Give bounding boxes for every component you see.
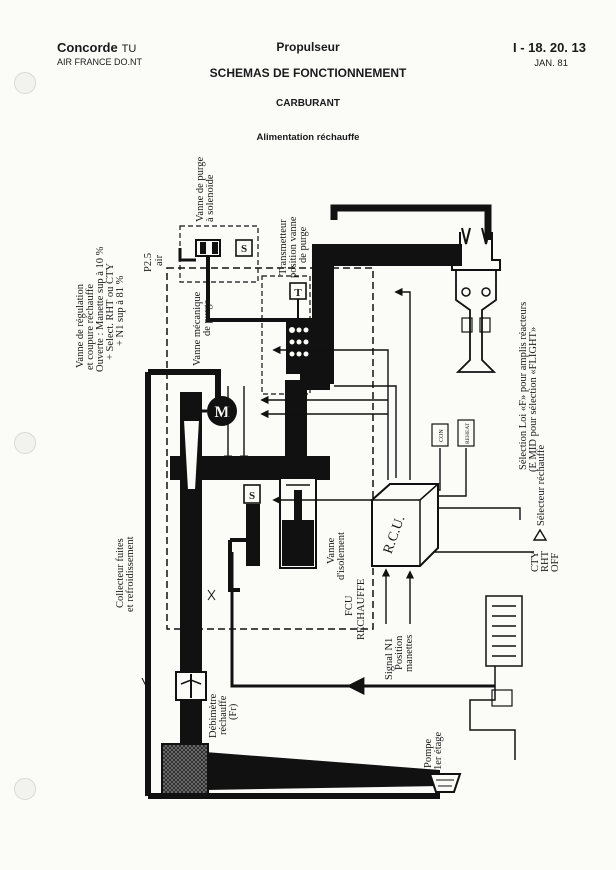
flowmeter-label-2: réchauffe [218,695,229,735]
transmitter-text-3: de purge [298,226,309,263]
upper-pipe [285,380,307,460]
regulation-label-5: + N1 sup à 81 % [115,275,126,346]
regulation-label-1: Vanne de régulation [75,283,86,368]
line-to-burner [330,204,492,240]
transmitter-label: T [294,287,302,299]
isolation-label-2: d'isolement [336,532,347,580]
fcu-label-2: RECHAUFFE [356,579,367,640]
signal-label-1: Signal N1 [384,638,395,680]
solenoid-lower-body [246,504,260,566]
selector-label: Sélecteur réchauffe [536,445,547,526]
motor-label: M [214,404,229,421]
solenoid-lower-label: S [249,490,255,502]
solenoid-lower [243,484,261,504]
regulation-label-4: + Select. RHT ou CTY [105,263,116,360]
isolation-label-1: Vanne [326,537,337,564]
collector-label-2: et refroidissement [125,536,136,612]
reheat-indicator [457,419,475,447]
mech-valve-label-1: Vanne mécanique [192,291,203,366]
p25-label: P2.5 [143,253,154,272]
pump-label-2: 1er étage [433,731,444,770]
first-stage-pump [428,773,462,793]
signal-label-2: Position [394,635,405,670]
purge-solenoid-label: S [241,243,247,255]
cty-label: CTY [530,551,541,572]
regulation-valve [181,419,202,491]
collector-line [148,369,221,400]
transmitter-text-1: Transmetteur [278,219,289,275]
pump-outlet-pipe [205,752,440,790]
doc-subtitle: AIR FRANCE DO.NT [57,57,143,67]
reheat-selector [532,528,548,541]
purge-solenoid-s [235,239,253,257]
fuel-filter [161,743,209,795]
mech-purge-valve [286,318,312,374]
flowmeter-label-3: (Fr) [228,703,239,720]
subheading: CARBURANT [276,98,340,109]
doc-date: JAN. 81 [534,58,568,69]
rht-label: RHT [540,550,551,572]
caption: Alimentation réchauffe [256,132,360,143]
regulation-label-2: et coupure réchauffe [85,284,96,370]
purge-valve-label-1: Vanne de purge [195,157,206,222]
regulation-label-3: Ouverte : Manette sup à 10 % [95,246,106,372]
fcu-label-1: FCU [344,595,355,616]
purge-valve-label-2: à solenoïde [205,174,216,222]
motor-m [207,396,237,426]
riser-top [312,244,462,266]
binder-hole-2 [14,432,36,454]
selection-label-2: (E MID pour sélection «FLIGHT» [528,327,539,472]
collector-label-1: Collecteur fuites [115,538,126,608]
flowmeter-label-1: Débimètre [208,693,219,738]
binder-hole-1 [14,72,36,94]
reheat-label: REHEAT [465,422,471,444]
transmitter-text-2: position vanne [288,216,299,278]
off-label: OFF [550,553,561,572]
heat-exchanger [485,595,523,667]
section-title: Propulseur [276,40,340,54]
riser-pipe [312,256,334,384]
binder-hole-3 [14,778,36,800]
doc-reference: I - 18. 20. 13 [513,40,586,55]
con-label: CON [439,429,445,442]
signal-label-3: manettes [404,635,415,672]
pump-label-1: Pompe [423,738,434,768]
afterburner-nozzle [451,227,501,373]
selection-label-1: Sélection Loi «F» pour amplis réacteurs [518,302,529,470]
fcu-boundary [166,267,374,630]
heading: SCHEMAS DE FONCTIONNEMENT [209,66,407,80]
mech-valve-label-2: de purge [202,299,213,336]
air-label: air [154,254,165,266]
con-indicator [431,423,449,447]
